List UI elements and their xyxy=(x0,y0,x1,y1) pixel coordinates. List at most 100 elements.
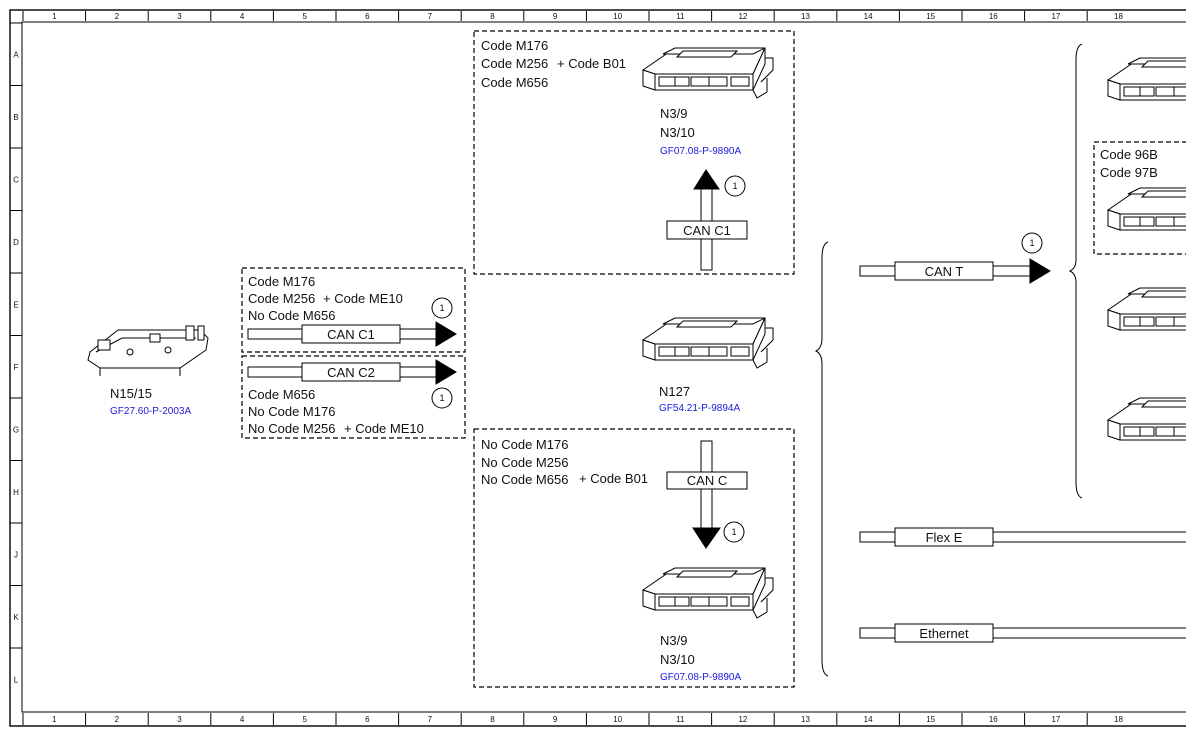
can-c1-up-label-box xyxy=(666,220,748,240)
grid-column-label: 9 xyxy=(553,12,558,21)
right-curly-brace xyxy=(1068,43,1083,499)
grid-column-label: 10 xyxy=(613,12,622,21)
right-box-code-1: Code 96B xyxy=(1100,147,1158,162)
grid-column-label: 14 xyxy=(864,715,873,724)
footnote-marker-can-c2: 1 xyxy=(431,387,453,409)
n3-top-control-unit-icon xyxy=(642,47,774,99)
footnote-marker-can-t: 1 xyxy=(1021,232,1043,254)
grid-column-label: 2 xyxy=(115,12,120,21)
can-c1-up-label: CAN C1 xyxy=(683,223,731,238)
grid-column-label: 8 xyxy=(490,12,495,21)
frame-outer xyxy=(9,9,1186,727)
grid-column-label: 4 xyxy=(240,12,245,21)
svg-text:1: 1 xyxy=(439,393,444,403)
grid-column-label: 12 xyxy=(738,715,747,724)
condition-box-top xyxy=(473,30,795,275)
bottom-box-code-2: No Code M256 xyxy=(481,455,568,470)
left-curly-brace xyxy=(814,241,829,677)
grid-column-label: 3 xyxy=(177,715,182,724)
left-upper-code-1: Code M176 xyxy=(248,274,315,289)
grid-column-label: 11 xyxy=(676,12,685,21)
grid-column-label: 1 xyxy=(52,715,57,724)
n3-bottom-label-2: N3/10 xyxy=(660,652,695,667)
grid-row-label: F xyxy=(14,363,19,372)
n3-bottom-label-1: N3/9 xyxy=(660,633,687,648)
condition-box-bottom xyxy=(473,428,795,688)
right-control-unit-2-icon xyxy=(1107,187,1186,239)
grid-row-label: G xyxy=(13,425,19,434)
n15-15-ref-link[interactable]: GF27.60-P-2003A xyxy=(110,406,191,417)
grid-column-label: 14 xyxy=(864,12,873,21)
top-box-code-1: Code M176 xyxy=(481,38,548,53)
can-c2-label-box xyxy=(301,362,401,382)
grid-row-label: A xyxy=(13,50,19,59)
can-c1-label: CAN C1 xyxy=(327,327,375,342)
grid-row-label: H xyxy=(13,488,19,497)
bottom-box-code-3: No Code M656 xyxy=(481,472,568,487)
grid-row-label: D xyxy=(13,238,19,247)
bottom-box-code-4: + Code B01 xyxy=(579,471,648,486)
footnote-marker-can-c1: 1 xyxy=(431,297,453,319)
grid-column-label: 13 xyxy=(801,715,810,724)
n3-bottom-ref-link[interactable]: GF07.08-P-9890A xyxy=(660,672,741,683)
can-c-down-arrow xyxy=(692,440,721,549)
grid-column-label: 17 xyxy=(1051,12,1060,21)
right-control-unit-3-icon xyxy=(1107,287,1186,339)
svg-text:1: 1 xyxy=(1029,238,1034,248)
grid-column-label: 11 xyxy=(676,715,685,724)
bottom-box-code-1: No Code M176 xyxy=(481,437,568,452)
left-lower-code-2: No Code M176 xyxy=(248,404,335,419)
grid-column-label: 16 xyxy=(989,715,998,724)
grid-row-label: K xyxy=(13,613,19,622)
left-upper-code-4: No Code M656 xyxy=(248,308,335,323)
grid-column-label: 7 xyxy=(428,715,433,724)
grid-column-label: 15 xyxy=(926,12,935,21)
svg-text:1: 1 xyxy=(732,181,737,191)
n127-ref-link[interactable]: GF54.21-P-9894A xyxy=(659,403,740,414)
grid-column-label: 1 xyxy=(52,12,57,21)
grid-column-label: 5 xyxy=(302,715,307,724)
can-c-label: CAN C xyxy=(687,473,727,488)
grid-column-label: 6 xyxy=(365,715,370,724)
left-upper-code-2: Code M256 xyxy=(248,291,315,306)
grid-column-label: 16 xyxy=(989,12,998,21)
right-control-unit-4-icon xyxy=(1107,397,1186,449)
ethernet-label: Ethernet xyxy=(919,626,969,641)
footnote-marker-top: 1 xyxy=(724,175,746,197)
ethernet-line xyxy=(859,627,1186,639)
grid-row-label: E xyxy=(13,300,18,309)
grid-column-label: 13 xyxy=(801,12,810,21)
flex-e-label: Flex E xyxy=(926,530,963,545)
condition-box-right xyxy=(1093,141,1186,255)
condition-box-left-lower xyxy=(241,355,466,439)
can-c1-label-box xyxy=(301,324,401,344)
grid-column-label: 17 xyxy=(1051,715,1060,724)
can-c-label-box xyxy=(666,471,748,490)
grid-column-label: 7 xyxy=(428,12,433,21)
top-box-code-4: Code M656 xyxy=(481,75,548,90)
n3-top-ref-link[interactable]: GF07.08-P-9890A xyxy=(660,146,741,157)
top-box-code-2: Code M256 xyxy=(481,56,548,71)
can-c1-up-arrow xyxy=(693,169,720,271)
n3-top-label-1: N3/9 xyxy=(660,106,687,121)
grid-row-label: C xyxy=(13,175,19,184)
can-t-label-box xyxy=(894,261,994,281)
grid-column-label: 3 xyxy=(177,12,182,21)
grid-column-label: 5 xyxy=(302,12,307,21)
grid-column-label: 18 xyxy=(1114,12,1123,21)
n3-top-label-2: N3/10 xyxy=(660,125,695,140)
ethernet-label-box xyxy=(894,623,994,643)
grid-column-label: 18 xyxy=(1114,715,1123,724)
left-lower-code-1: Code M656 xyxy=(248,387,315,402)
right-box-code-2: Code 97B xyxy=(1100,165,1158,180)
can-c2-label: CAN C2 xyxy=(327,365,375,380)
flex-e-label-box xyxy=(894,527,994,547)
grid-column-label: 12 xyxy=(738,12,747,21)
grid-column-label: 6 xyxy=(365,12,370,21)
right-control-unit-1-icon xyxy=(1107,57,1186,109)
n15-15-component-icon xyxy=(87,325,209,376)
grid-column-label: 4 xyxy=(240,715,245,724)
